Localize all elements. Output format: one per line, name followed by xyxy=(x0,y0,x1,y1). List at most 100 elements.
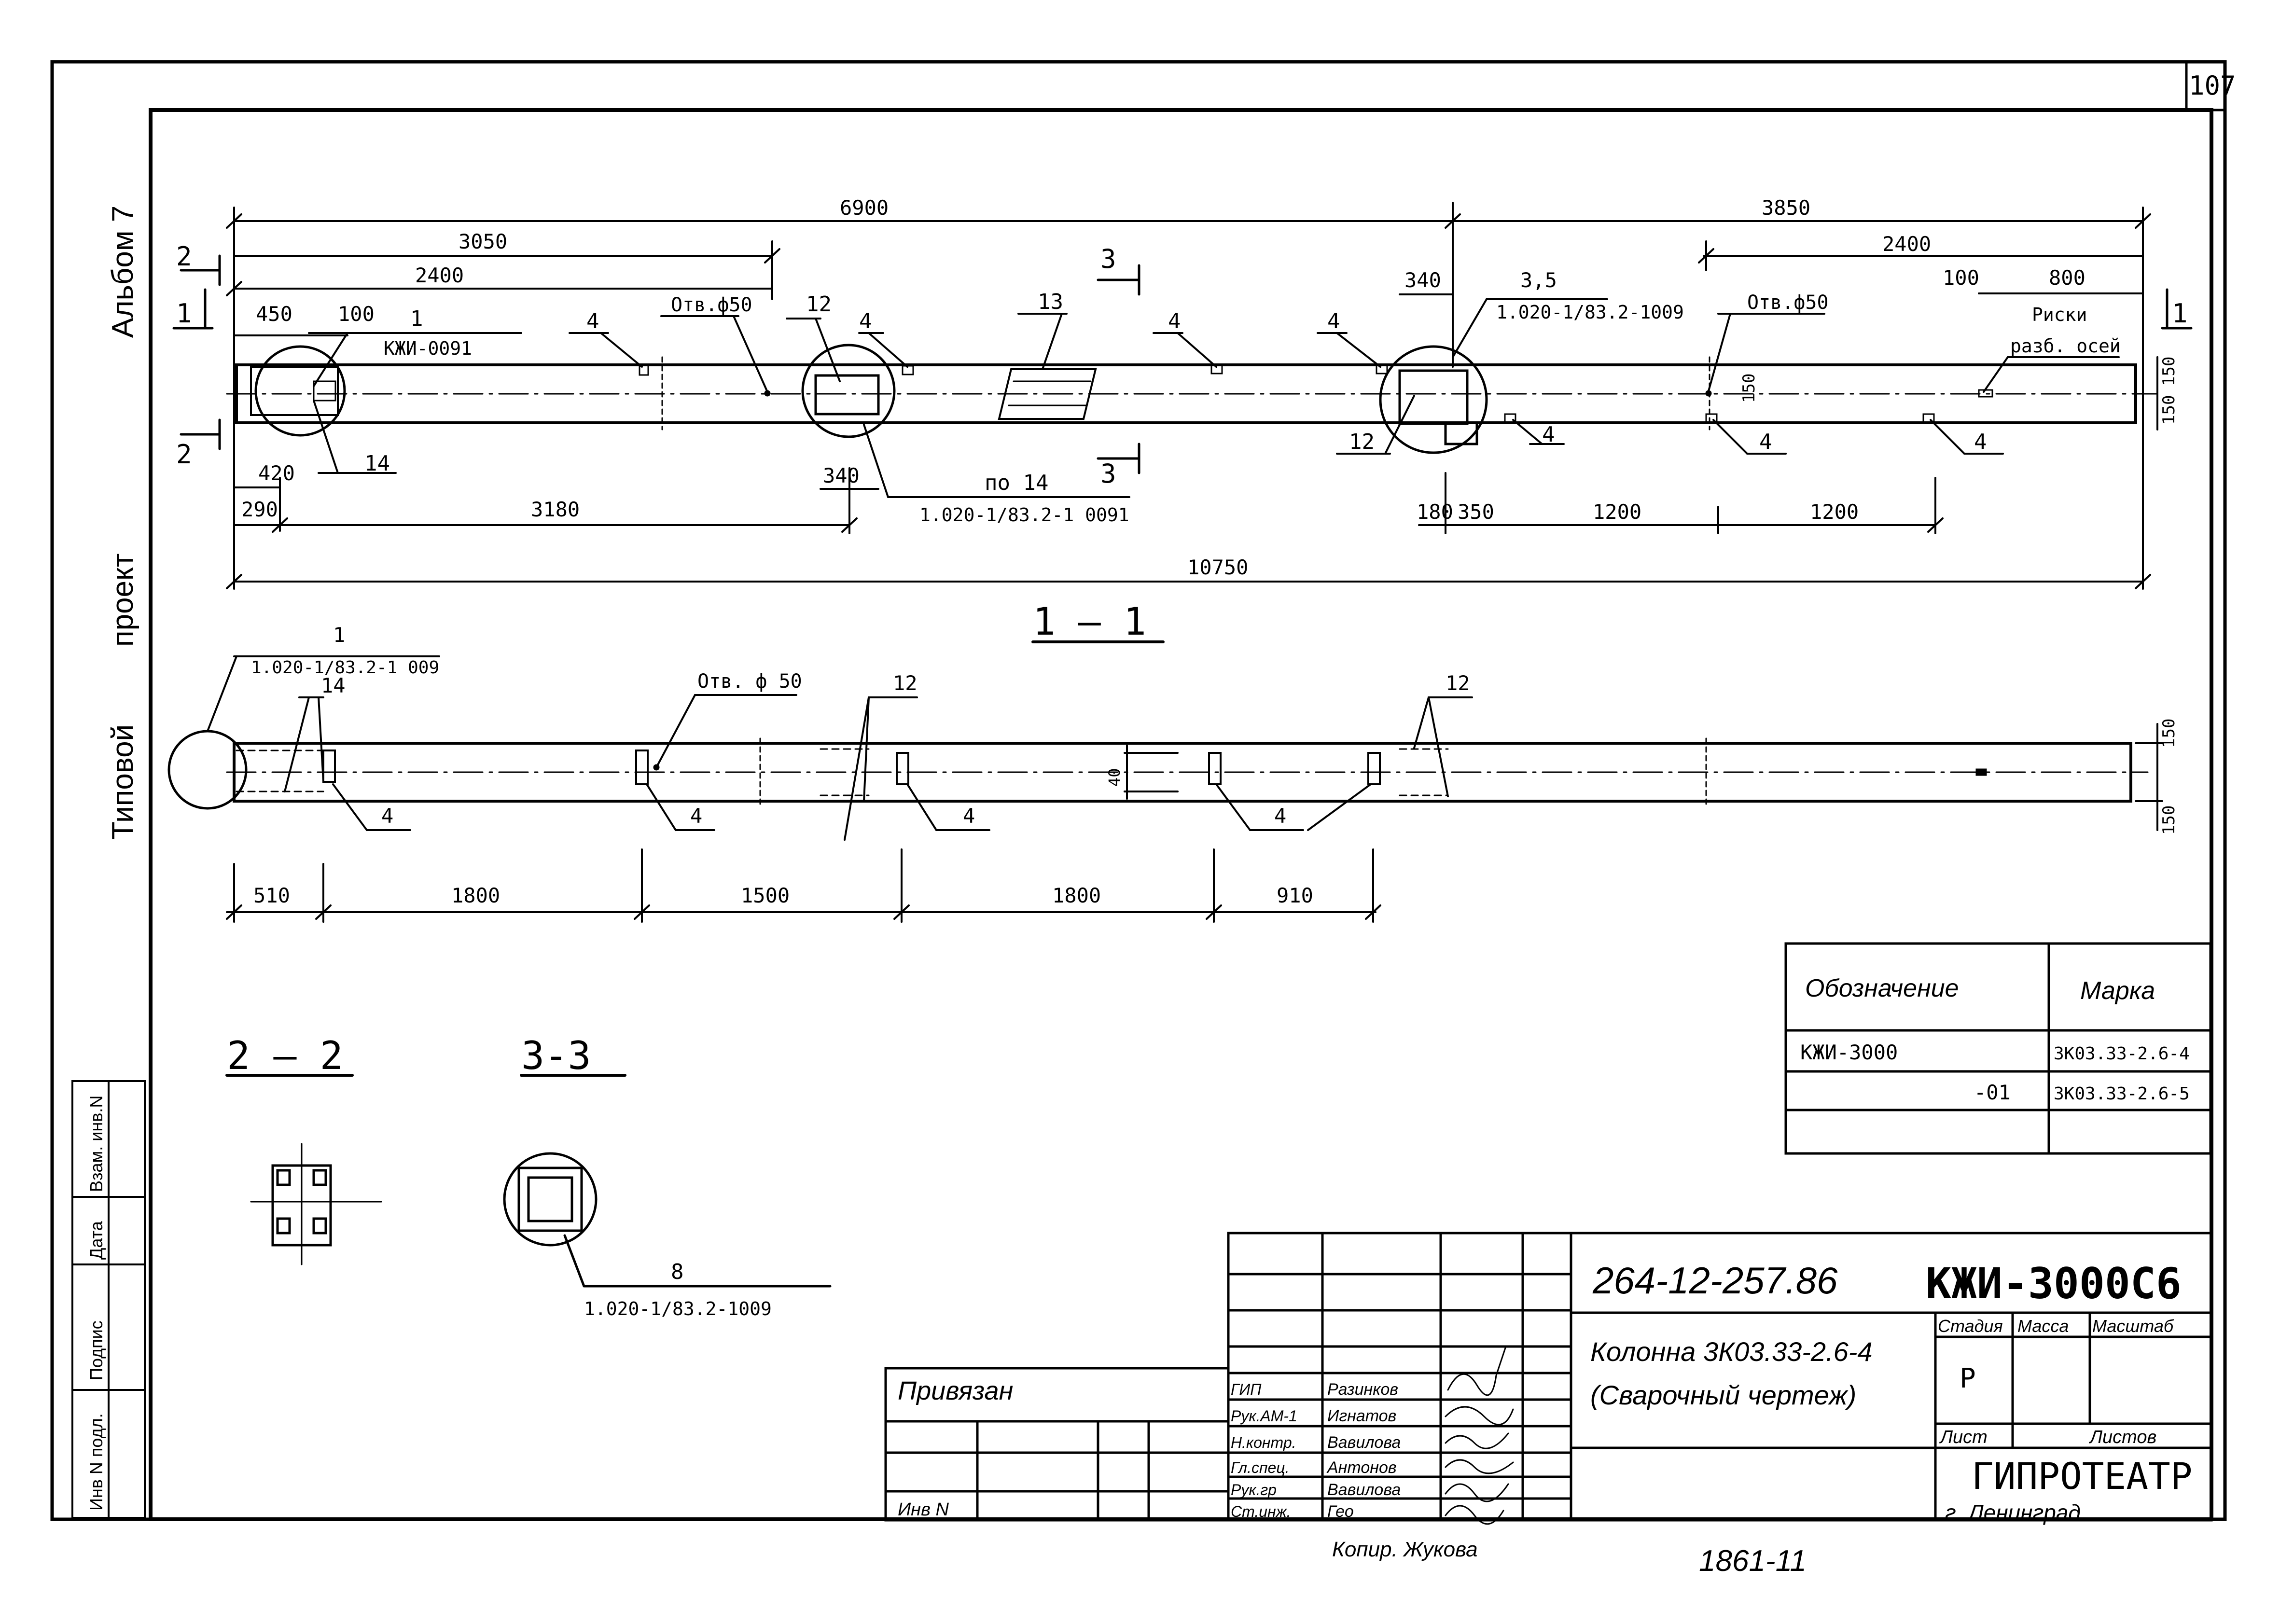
mark-12a: 12 xyxy=(806,292,832,317)
column-plan xyxy=(226,344,2158,454)
dim-340a: 340 xyxy=(1404,268,1441,292)
dim-10750: 10750 xyxy=(1187,555,1248,579)
mark-4d: 4 xyxy=(1327,309,1340,333)
dim-800: 800 xyxy=(2049,266,2085,290)
sec-mark-1-left: 1 xyxy=(176,298,192,329)
s11-dim-1500: 1500 xyxy=(741,884,790,907)
embed-circle-1 xyxy=(254,345,346,437)
dim-2400a: 2400 xyxy=(415,264,464,287)
spec-header-designation: Обозначение xyxy=(1805,974,1959,1002)
doc-code: 264-12-257.86 xyxy=(1592,1259,1838,1302)
dim-3850: 3850 xyxy=(1762,196,1810,220)
sec-mark-2-top: 2 xyxy=(176,241,192,272)
type-label: Типовой xyxy=(106,724,139,840)
section-mark-text: 2 2 3 3 1 1 xyxy=(176,241,2188,489)
spec-row2-designation: -01 xyxy=(1974,1081,2011,1104)
sec-mark-2-bottom: 2 xyxy=(176,439,192,470)
staff-name-5: Гео xyxy=(1327,1502,1354,1521)
staff-role-1: Рук.АМ-1 xyxy=(1231,1407,1297,1425)
ref-1009: 1.020-1/83.2-1009 xyxy=(1496,302,1684,323)
s11-mark-14: 14 xyxy=(321,674,346,697)
dim-100b: 100 xyxy=(338,302,375,326)
s11-dim-510: 510 xyxy=(253,884,290,907)
spec-row1-designation: КЖИ-3000 xyxy=(1800,1041,1898,1064)
section-marks xyxy=(172,254,2193,474)
dim-2400b: 2400 xyxy=(1882,232,1931,256)
dim-100a: 100 xyxy=(1943,266,1979,290)
staff-role-4: Рук.гр xyxy=(1231,1481,1277,1499)
stamp-label-date: Дата xyxy=(86,1221,106,1260)
sheet-header: Лист xyxy=(1939,1427,1988,1447)
staff-name-2: Вавилова xyxy=(1327,1433,1401,1452)
section-1-1-body xyxy=(167,730,2149,810)
mark-po14: по 14 xyxy=(985,471,1048,495)
mark-14a: 14 xyxy=(364,451,390,476)
spec-header-mark: Марка xyxy=(2080,977,2155,1005)
dim-340b: 340 xyxy=(823,464,860,487)
stamp-label-inv: Инв N подл. xyxy=(86,1413,106,1511)
section-2-2-title: 2 — 2 xyxy=(227,1033,343,1078)
signatures xyxy=(1445,1346,1514,1525)
s11-dim-910: 910 xyxy=(1277,884,1313,907)
s11-mark-4d: 4 xyxy=(1274,804,1286,828)
section-3-3 xyxy=(503,1074,832,1288)
stage-value: Р xyxy=(1960,1363,1976,1394)
title-block-lines xyxy=(884,1232,2213,1522)
dim-180: 180 xyxy=(1417,500,1453,524)
drawing-mark: КЖИ-3000С6 xyxy=(1926,1259,2182,1308)
s11-dim-1800a: 1800 xyxy=(451,884,500,907)
ref-10091: 1.020-1/83.2-1 0091 xyxy=(919,504,1129,526)
inv-label: Инв N xyxy=(898,1499,949,1520)
dim-290: 290 xyxy=(241,498,278,521)
sheet-number-box xyxy=(2185,60,2226,111)
section-2-2 xyxy=(225,1074,382,1265)
mark-kzhi0091: КЖИ-0091 xyxy=(384,338,472,359)
plan-dim-text: 6900 3850 3050 2400 2400 340 3,5 100 800… xyxy=(241,196,2179,579)
section-3-3-title: 3-3 xyxy=(521,1033,591,1078)
staff-role-0: ГИП xyxy=(1231,1381,1262,1398)
dim-450: 450 xyxy=(256,302,292,326)
plan-label-text: 1 КЖИ-0091 4 Отв.ф50 12 4 13 4 4 1.020-1… xyxy=(364,290,2121,526)
stage-header: Стадия xyxy=(1938,1316,2003,1336)
scale-header: Масштаб xyxy=(2092,1316,2174,1336)
staff-name-3: Антонов xyxy=(1326,1458,1397,1477)
section-1-1-text: 1 — 1 1 1.020-1/83.2-1 009 14 Отв. ф 50 … xyxy=(251,600,2179,907)
part-13 xyxy=(998,368,1097,420)
s33-mark-8: 8 xyxy=(671,1260,684,1284)
s11-mark-1: 1 xyxy=(333,623,345,647)
dim-1200b: 1200 xyxy=(1810,500,1859,524)
dim-350: 350 xyxy=(1458,500,1494,524)
s11-hole: Отв. ф 50 xyxy=(697,670,802,693)
mark-13: 13 xyxy=(1038,290,1063,314)
left-stamp xyxy=(71,1080,146,1519)
copied-by: Копир. Жукова xyxy=(1332,1538,1478,1561)
sec-mark-3-top: 3 xyxy=(1100,244,1116,274)
dim-150b: 150 xyxy=(2159,357,2179,386)
embed-circle-3 xyxy=(1379,345,1488,454)
dim-1200a: 1200 xyxy=(1593,500,1641,524)
s11-dim-1800b: 1800 xyxy=(1052,884,1101,907)
drawing-name-2: (Сварочный чертеж) xyxy=(1590,1380,1856,1410)
stamp-label-sign: Подпис xyxy=(86,1320,106,1380)
album-label: Альбом 7 xyxy=(106,206,139,338)
staff-name-0: Разинков xyxy=(1327,1380,1398,1399)
s11-mark-4c: 4 xyxy=(963,804,975,828)
privyazan-label: Привязан xyxy=(898,1376,1013,1405)
s11-ref: 1.020-1/83.2-1 009 xyxy=(251,658,439,678)
staff-role-2: Н.контр. xyxy=(1231,1434,1296,1451)
plan-dimensions xyxy=(226,202,2158,590)
dim-3180: 3180 xyxy=(531,498,580,521)
order-number: 1861-11 xyxy=(1699,1544,1807,1578)
staff-role-3: Гл.спец. xyxy=(1231,1459,1290,1476)
inner-frame xyxy=(149,108,2213,1521)
staff-name-1: Игнатов xyxy=(1327,1407,1396,1425)
spec-table: Обозначение Марка КЖИ-3000 3К03.33-2.6-4… xyxy=(1800,974,2190,1104)
sec-mark-1-right: 1 xyxy=(2172,298,2188,329)
risk-label: Риски xyxy=(2032,304,2087,325)
spec-row2-mark: 3К03.33-2.6-5 xyxy=(2054,1084,2190,1104)
s11-dim-150b: 150 xyxy=(2159,805,2179,835)
dim-150a: 150 xyxy=(1739,374,1759,403)
org-city: г. Ленинград xyxy=(1945,1500,2081,1525)
staff-role-5: Ст.инж. xyxy=(1231,1503,1291,1520)
mark-4c: 4 xyxy=(1168,309,1181,333)
